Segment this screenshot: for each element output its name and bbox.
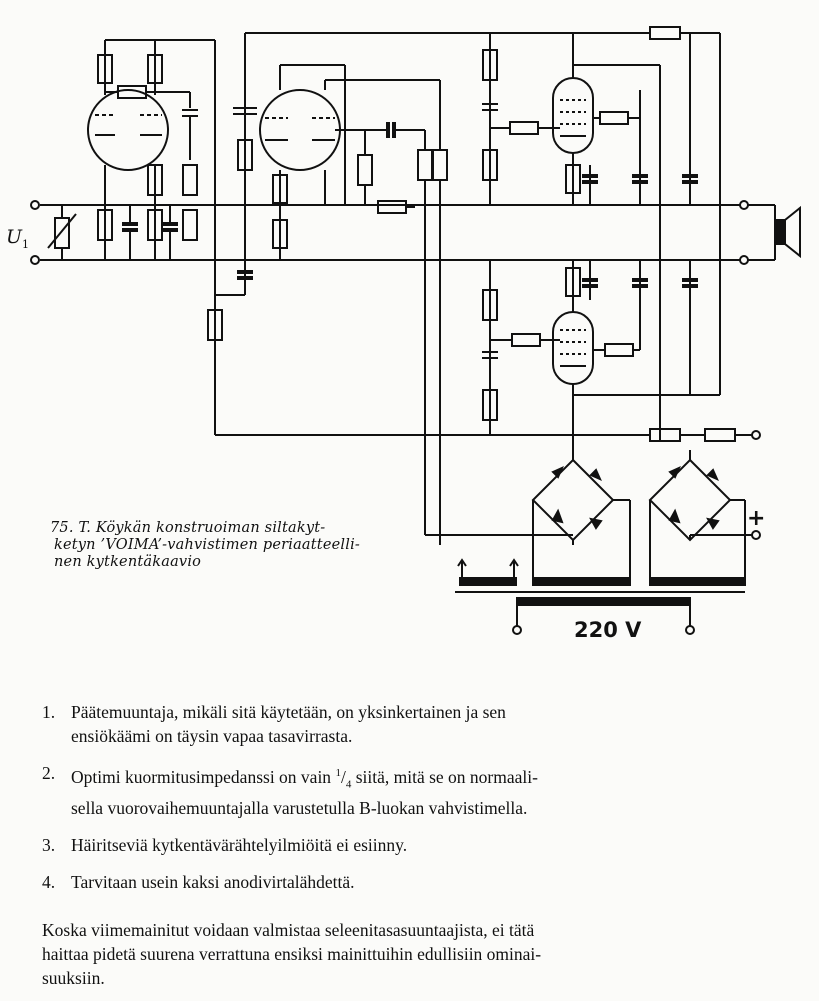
input-label-sub: 1 (22, 237, 30, 251)
numbered-list: 1. Päätemuuntaja, mikäli sitä käytetään,… (42, 700, 762, 907)
input-voltage-label: U1 (6, 226, 29, 251)
tube-upper-pentode (482, 26, 721, 435)
input-label-main: U (6, 226, 23, 248)
list-item-number: 1. (42, 702, 56, 722)
paragraph-line: haittaa pidetä suurena verrattuna ensiks… (42, 944, 542, 964)
list-item: 1. Päätemuuntaja, mikäli sitä käytetään,… (42, 700, 762, 748)
list-item-text: Optimi kuormitusimpedanssi on vain 1/4 s… (71, 761, 762, 796)
caption-line: nen kytkentäkaavio (54, 554, 202, 570)
closing-paragraph: Koska viimemainitut voidaan valmistaa se… (42, 918, 742, 990)
list-item-text: Päätemuuntaja, mikäli sitä käytetään, on… (71, 702, 506, 722)
list-item-text: sella vuorovaihemuuntajalla varustetulla… (71, 798, 528, 819)
list-item-text-part: Optimi kuormitusimpedanssi on vain (71, 766, 336, 787)
tube-2 (233, 33, 448, 535)
list-item-text: Tarvitaan usein kaksi anodivirtalähdettä… (71, 872, 355, 893)
caption-line: ketyn ’VOIMA’-vahvistimen periaatteelli- (54, 537, 361, 553)
tube-lower-pentode (207, 259, 761, 450)
paragraph-line: suuksiin. (42, 968, 105, 988)
figure-caption: 75. T. Köykän konstruoiman siltakyt- ket… (50, 520, 410, 571)
list-item-text-part: siitä, mitä se on normaali- (351, 766, 538, 787)
rails (40, 32, 752, 436)
mains-voltage-label: 220 V (574, 618, 642, 642)
list-item: 3. Häiritseviä kytkentävärähtelyilmiöitä… (42, 833, 762, 857)
amplifier-schematic (30, 26, 801, 635)
paragraph-line: Koska viimemainitut voidaan valmistaa se… (42, 920, 535, 940)
list-item-text: ensiökäämi on täysin vapaa tasavirrasta. (71, 726, 353, 746)
tube-1 (87, 40, 216, 435)
mains-transformer (455, 558, 746, 635)
list-item-text: Häiritseviä kytkentävärähtelyilmiöitä ei… (71, 835, 408, 856)
list-item-number: 4. (42, 872, 56, 893)
fraction-denominator: 4 (345, 778, 352, 791)
fraction: 1/4 (335, 766, 352, 791)
input-section (30, 200, 77, 265)
list-item: 2. Optimi kuormitusimpedanssi on vain 1/… (42, 761, 762, 820)
list-item-number: 2. (42, 763, 56, 783)
caption-line: 75. T. Köykän konstruoiman siltakyt- (50, 520, 326, 536)
list-item-number: 3. (42, 835, 56, 856)
list-item: 4. Tarvitaan usein kaksi anodivirtalähde… (42, 870, 762, 894)
rectifier-bridges (425, 435, 761, 580)
speaker (739, 200, 801, 265)
fraction-numerator: 1 (335, 767, 341, 779)
plus-terminal-label: + (747, 506, 766, 531)
